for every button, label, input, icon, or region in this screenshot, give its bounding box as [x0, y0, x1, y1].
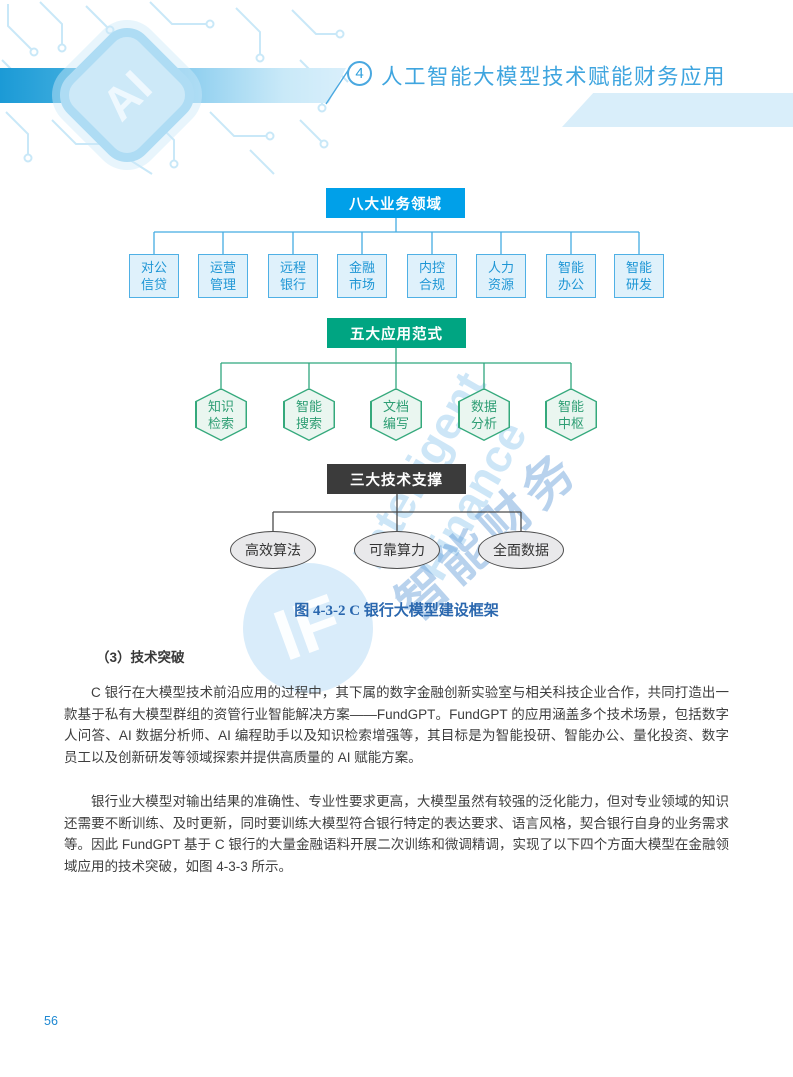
- tier1-node-smart-office: 智能 办公: [546, 254, 596, 298]
- page-title: 人工智能大模型技术赋能财务应用: [381, 65, 727, 89]
- tier2-node-doc-writing: 文档 编写: [370, 388, 422, 441]
- header-right-ribbon: [562, 93, 793, 127]
- tier1-node-hr: 人力 资源: [476, 254, 526, 298]
- body-content: （3）技术突破 C 银行在大模型技术前沿应用的过程中，其下属的数字金融创新实验室…: [64, 646, 729, 900]
- tier1-header: 八大业务领域: [326, 188, 465, 218]
- chapter-number-badge: 4: [347, 61, 372, 86]
- tier1-node-smart-rnd: 智能 研发: [614, 254, 664, 298]
- tier3-node-reliable-computing: 可靠算力: [354, 531, 440, 569]
- tier3-node-efficient-algorithms: 高效算法: [230, 531, 316, 569]
- tier2-node-smart-search: 智能 搜索: [283, 388, 335, 441]
- figure-caption: 图 4-3-2 C 银行大模型建设框架: [294, 603, 499, 619]
- section-heading: （3）技术突破: [96, 650, 185, 665]
- tier2-header: 五大应用范式: [327, 318, 466, 348]
- tier2-node-knowledge-retrieval: 知识 检索: [195, 388, 247, 441]
- tier1-node-corporate-credit: 对公 信贷: [129, 254, 179, 298]
- tier3-node-comprehensive-data: 全面数据: [478, 531, 564, 569]
- tier1-node-internal-control: 内控 合规: [407, 254, 457, 298]
- tier1-node-financial-markets: 金融 市场: [337, 254, 387, 298]
- header-diagonal-line: [325, 65, 352, 105]
- paragraph-2: 银行业大模型对输出结果的准确性、专业性要求更高，大模型虽然有较强的泛化能力，但对…: [64, 794, 729, 874]
- paragraph-1: C 银行在大模型技术前沿应用的过程中，其下属的数字金融创新实验室与相关科技企业合…: [64, 685, 729, 765]
- tier2-node-smart-hub: 智能 中枢: [545, 388, 597, 441]
- tier3-header: 三大技术支撑: [327, 464, 466, 494]
- tier2-node-data-analysis: 数据 分析: [458, 388, 510, 441]
- tier1-node-operations: 运营 管理: [198, 254, 248, 298]
- page-number: 56: [44, 1014, 58, 1028]
- tier1-node-remote-banking: 远程 银行: [268, 254, 318, 298]
